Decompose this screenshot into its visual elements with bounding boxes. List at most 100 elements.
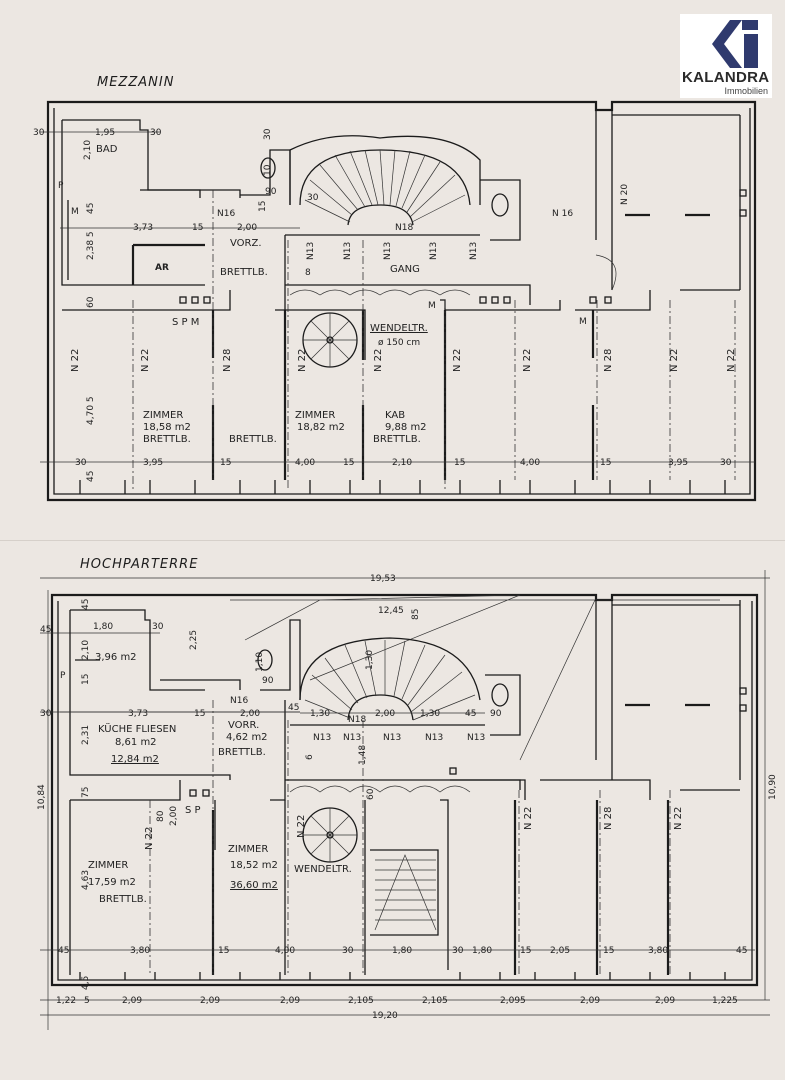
logo-brand: KALANDRA <box>682 69 770 86</box>
dim-label: 2,09 <box>200 996 220 1006</box>
dim-total-width: 19,53 <box>370 574 396 584</box>
dim-label: 1,22 <box>56 996 76 1006</box>
dim-label: 1,80 <box>93 622 113 632</box>
kalandra-logo: KALANDRA Immobilien <box>680 14 772 98</box>
dim-label: 15 <box>454 458 465 468</box>
wall-code: N13 <box>467 733 485 743</box>
dim-label: 45 <box>58 946 69 956</box>
wall-code: N 22 <box>373 349 384 372</box>
dim-label: 2,09 <box>122 996 142 1006</box>
wall-code: N 22 <box>297 349 308 372</box>
dim-label: 15 <box>192 223 203 233</box>
wall-code: N13 <box>469 242 479 260</box>
room-label-zimmer-2: ZIMMER <box>295 410 335 421</box>
dim-label: 2,095 <box>500 996 526 1006</box>
dim-label: 45 <box>736 946 747 956</box>
wall-code: N 22 <box>296 815 307 838</box>
dim-label: 3,95 <box>143 458 163 468</box>
dim-label: 15 <box>81 674 91 685</box>
wendeltreppe-label: WENDELTR. <box>370 323 428 334</box>
room-area-vorr: 4,62 m2 <box>226 732 268 743</box>
dim-label: 2,10 <box>81 640 91 660</box>
hochparterre-title: HOCHPARTERRE <box>80 557 198 572</box>
label-p: P <box>60 671 66 681</box>
dim-label: 2,05 <box>550 946 570 956</box>
dim-label: 4,00 <box>275 946 295 956</box>
room-area-kab: 9,88 m2 <box>385 422 427 433</box>
dim-label: 2,00 <box>237 223 257 233</box>
label-m: M <box>71 207 79 217</box>
dim-label: 45 <box>465 709 476 719</box>
dim-label: 30 <box>307 193 319 203</box>
dim-label: 2,10 <box>392 458 412 468</box>
dim-label: 15 <box>218 946 229 956</box>
dim-label: 30 <box>40 709 52 719</box>
dim-total-depth: 10,84 <box>37 784 47 810</box>
dim-label: 2,00 <box>375 709 395 719</box>
floor-type-label: BRETTLB. <box>229 434 277 445</box>
dim-label: 1,30 <box>310 709 330 719</box>
room-area-zimmer-2: 18,52 m2 <box>230 860 278 871</box>
dim-total-depth: 10,90 <box>768 774 778 800</box>
wall-code: N 22 <box>140 349 151 372</box>
mezzanin-title: MEZZANIN <box>97 75 174 90</box>
label-m: M <box>579 317 587 327</box>
room-label-ar: AR <box>155 263 169 273</box>
dim-label: 2,00 <box>169 806 179 826</box>
dim-label: 45 <box>86 203 96 214</box>
room-area-total: 12,84 m2 <box>111 754 159 765</box>
room-label-kueche: KÜCHE FLIESEN <box>98 722 176 735</box>
dim-label: 45 <box>86 471 96 482</box>
room-label-zimmer-2: ZIMMER <box>228 844 268 855</box>
dim-label: 2,00 <box>240 709 260 719</box>
room-label-vorr: VORR. <box>228 720 259 731</box>
dim-label: 45 <box>288 703 299 713</box>
wall-code: N13 <box>343 242 353 260</box>
wall-code: N13 <box>425 733 443 743</box>
label-spm: S P M <box>172 317 199 328</box>
wall-code: N 22 <box>144 827 155 850</box>
mezzanin-plan: MEZZANIN <box>33 75 757 502</box>
dim-label: 2,31 <box>81 725 91 745</box>
dim-label: 1,95 <box>95 128 115 138</box>
dim-label: 15 <box>343 458 354 468</box>
wall-code: N13 <box>343 733 361 743</box>
dim-label: 15 <box>520 946 531 956</box>
dim-label: 3,73 <box>128 709 148 719</box>
dim-label: 15 <box>194 709 205 719</box>
dim-label: 10 <box>263 164 273 176</box>
dim-label: 6 <box>305 754 315 760</box>
dim-label: 1,80 <box>472 946 492 956</box>
room-area-zimmer-2: 18,82 m2 <box>297 422 345 433</box>
wall-code: N16 <box>230 696 248 706</box>
wall-code: N13 <box>383 242 393 260</box>
dim-label: 1,225 <box>712 996 738 1006</box>
wall-code: N16 <box>217 209 235 219</box>
dim-label: 85 <box>411 609 421 620</box>
dim-label: 30 <box>152 622 164 632</box>
dim-label: 30 <box>75 458 87 468</box>
room-label-vorz: VORZ. <box>230 238 262 249</box>
dim-label: 30 <box>263 128 273 140</box>
floor-type-label: BRETTLB. <box>373 434 421 445</box>
dim-label: 15 <box>220 458 231 468</box>
dim-label: 4,00 <box>295 458 315 468</box>
dim-label: 45 <box>81 599 91 610</box>
dim-label: 30 <box>342 946 354 956</box>
floor-type-label: BRETTLB. <box>99 894 147 905</box>
wendeltreppe-diameter: ø 150 cm <box>378 338 420 348</box>
wall-code: N 28 <box>603 349 614 372</box>
dim-label: 12,45 <box>378 606 404 616</box>
dim-label: 1,48 <box>358 745 368 765</box>
dim-label: 90 <box>490 709 502 719</box>
floor-type-label: BRETTLB. <box>218 747 266 758</box>
logo-mark-icon <box>712 20 758 68</box>
wall-code: N 16 <box>552 209 573 219</box>
dim-label: 45 <box>40 625 51 635</box>
dim-label: 30 <box>150 128 162 138</box>
dim-label: 4,70 5 <box>86 396 96 425</box>
dim-label: 5 <box>84 996 90 1006</box>
dim-label: 2,09 <box>655 996 675 1006</box>
dim-label: 2,105 <box>422 996 448 1006</box>
dim-label: 1,80 <box>392 946 412 956</box>
